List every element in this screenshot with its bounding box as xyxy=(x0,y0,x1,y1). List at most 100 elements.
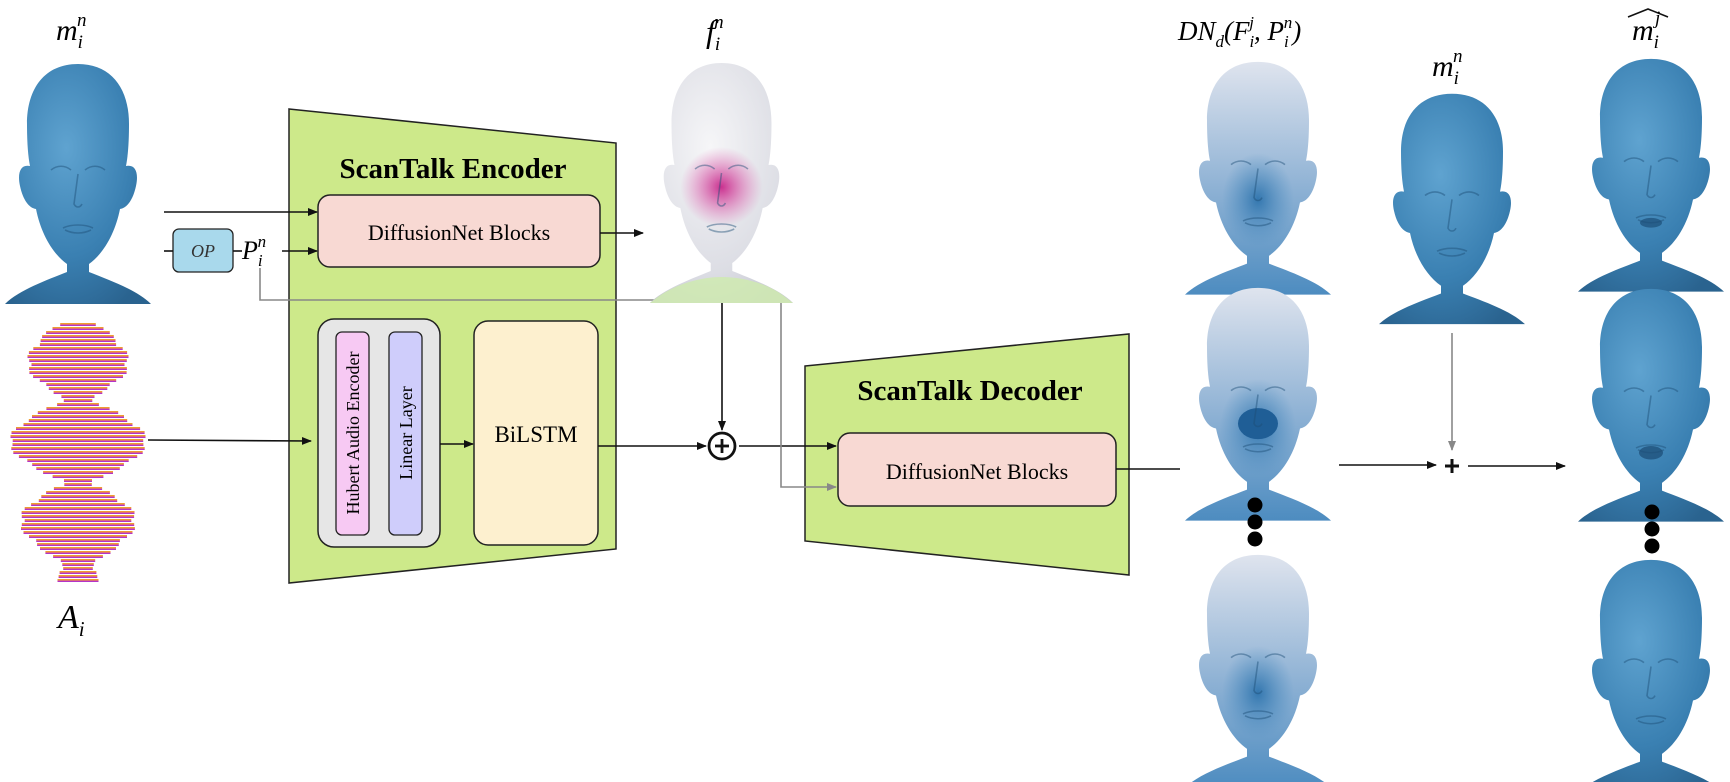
waveform-bar xyxy=(21,515,135,518)
label-audio: Ai xyxy=(56,599,85,641)
waveform-bar xyxy=(64,479,92,482)
waveform-bar xyxy=(52,327,104,330)
waveform-bar xyxy=(33,347,123,350)
waveform-bar xyxy=(24,507,132,510)
feature-head-mesh xyxy=(649,63,794,303)
waveform-bar xyxy=(12,443,144,446)
hat-icon xyxy=(1627,8,1669,18)
waveform-bar xyxy=(53,555,103,558)
waveform-bar xyxy=(41,495,115,498)
oplus-operator xyxy=(707,431,737,461)
waveform-bar xyxy=(38,499,118,502)
output-head-mesh-3 xyxy=(1578,559,1724,782)
waveform-bar xyxy=(37,543,119,546)
waveform-bar xyxy=(21,511,135,514)
waveform-bar xyxy=(62,563,94,566)
waveform-bar xyxy=(40,547,116,550)
vertical-ellipsis-icon xyxy=(1644,504,1660,554)
hubert-audio-encoder-block xyxy=(335,331,370,536)
plus-operator xyxy=(1445,459,1459,473)
waveform-bar xyxy=(28,419,128,422)
waveform-bar xyxy=(36,467,120,470)
waveform-bar xyxy=(37,411,119,414)
waveform-bar xyxy=(11,431,145,434)
waveform-bar xyxy=(63,399,93,402)
vertical-ellipsis-icon xyxy=(1247,497,1263,547)
waveform-bar xyxy=(46,383,110,386)
waveform-bar xyxy=(23,423,133,426)
waveform-bar xyxy=(10,435,146,438)
waveform-bar xyxy=(23,531,133,534)
linear-layer-label: Linear Layer xyxy=(396,386,416,479)
waveform-bar xyxy=(48,387,108,390)
waveform-bar xyxy=(31,363,125,366)
label-input-mesh: min xyxy=(56,10,86,53)
label-neutral-mesh: min xyxy=(1432,46,1462,89)
waveform-bar xyxy=(39,379,117,382)
encoder-title: ScanTalk Encoder xyxy=(340,153,567,185)
waveform-bar xyxy=(32,463,124,466)
waveform-bar xyxy=(46,331,110,334)
waveform-bar xyxy=(21,523,135,526)
waveform-bar xyxy=(27,355,129,358)
waveform-bar xyxy=(21,527,135,530)
waveform-bar xyxy=(29,535,127,538)
waveform-bar xyxy=(58,575,98,578)
linear-layer-block xyxy=(388,331,423,536)
waveform-bar xyxy=(29,371,127,374)
audio-waveform-icon xyxy=(10,323,146,582)
waveform-bar xyxy=(46,491,110,494)
bilstm-block xyxy=(473,320,599,546)
label-output-mesh: mij xyxy=(1627,8,1669,53)
waveform-bar xyxy=(27,459,129,462)
waveform-bar xyxy=(16,427,141,430)
waveform-bar xyxy=(45,551,111,554)
op-label: OP xyxy=(191,241,215,261)
waveform-bar xyxy=(63,567,93,570)
waveform-bar xyxy=(60,559,96,562)
input-head-mesh xyxy=(5,64,151,304)
bilstm-label: BiLSTM xyxy=(494,422,577,447)
output-head-mesh-2 xyxy=(1578,288,1724,522)
waveform-bar xyxy=(29,367,127,370)
arrow-audio-to-encoder xyxy=(147,436,312,445)
waveform-bar xyxy=(12,439,144,442)
waveform-bar xyxy=(36,539,120,542)
waveform-bar xyxy=(61,395,95,398)
dn-head-mesh-2 xyxy=(1185,287,1331,521)
encoder-diffusionnet-block xyxy=(317,194,601,268)
hubert-audio-encoder-label: Hubert Audio Encoder xyxy=(343,352,363,515)
waveform-bar xyxy=(32,415,124,418)
waveform-bar xyxy=(39,343,117,346)
label-points: Pin xyxy=(241,232,266,270)
decoder-title: ScanTalk Decoder xyxy=(857,375,1082,407)
label-dn: DNd(Fij, Pin) xyxy=(1177,13,1301,51)
waveform-bar xyxy=(57,579,99,582)
waveform-bar xyxy=(24,519,132,522)
label-feature: fin xyxy=(706,12,724,55)
waveform-bar xyxy=(53,487,103,490)
output-head-mesh-1 xyxy=(1578,58,1724,292)
waveform-bar xyxy=(52,475,104,478)
waveform-bar xyxy=(28,351,128,354)
neutral-head-mesh xyxy=(1379,93,1525,325)
waveform-bar xyxy=(46,407,110,410)
waveform-bar xyxy=(33,375,123,378)
waveform-bar xyxy=(60,323,96,326)
waveform-bar xyxy=(57,403,99,406)
waveform-bar xyxy=(53,391,103,394)
dn-head-mesh-3 xyxy=(1185,554,1331,782)
waveform-bar xyxy=(29,359,127,362)
encoder-diffusionnet-label: DiffusionNet Blocks xyxy=(368,220,550,245)
waveform-bar xyxy=(11,447,145,450)
arrows xyxy=(147,208,1566,470)
waveform-bar xyxy=(13,451,143,454)
waveform-bar xyxy=(18,455,138,458)
waveform-bar xyxy=(40,339,116,342)
waveform-bar xyxy=(59,571,97,574)
waveform-bar xyxy=(64,483,92,486)
waveform-bar xyxy=(42,335,114,338)
svg-text:mij: mij xyxy=(1632,8,1660,53)
